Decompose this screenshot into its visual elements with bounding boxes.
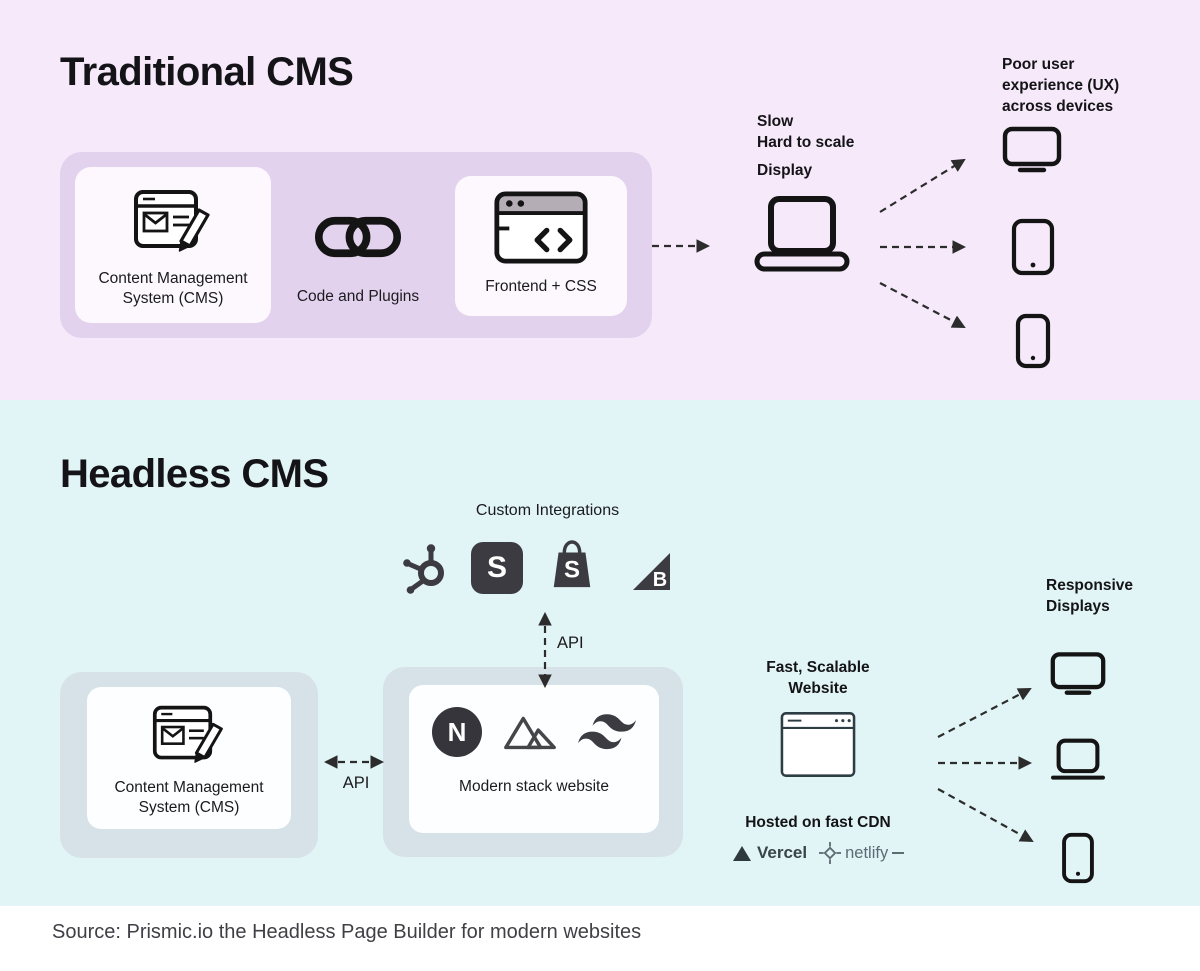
webpage-edit-icon (152, 705, 223, 763)
nuxt-icon (504, 716, 556, 750)
frontend-card-label: Frontend + CSS (485, 278, 597, 295)
cms-card-headless: Content Management System (CMS) (87, 687, 291, 829)
slow-note: Slow Hard to scale (757, 112, 854, 154)
hubspot-icon (403, 544, 444, 594)
chain-link-icon (314, 216, 402, 258)
headless-title: Headless CMS (60, 452, 329, 496)
traditional-title: Traditional CMS (60, 50, 354, 94)
code-plugins-label: Code and Plugins (296, 288, 420, 305)
modern-stack-card: N Modern stack website (409, 685, 659, 833)
vercel-logo: Vercel (733, 843, 807, 863)
browser-code-icon (494, 191, 588, 264)
frontend-card: Frontend + CSS (455, 176, 627, 316)
hard-to-scale-label: Hard to scale (757, 133, 855, 151)
phone-icon (1015, 313, 1051, 369)
tablet-icon (1011, 218, 1055, 276)
modern-stack-label: Modern stack website (459, 778, 609, 795)
monitor-icon (1002, 126, 1062, 173)
custom-integrations-label: Custom Integrations (475, 502, 620, 519)
cms-card-label: Content Management System (CMS) (114, 779, 264, 817)
stripe-icon: S (471, 542, 523, 594)
netlify-mark-icon (819, 842, 842, 864)
hosting-logos: Vercel netlify (733, 842, 905, 864)
display-label: Display (757, 162, 813, 179)
svg-text:B: B (653, 569, 667, 591)
netlify-logo: netlify (819, 842, 905, 864)
vercel-label: Vercel (757, 843, 808, 862)
hosted-cdn-label: Hosted on fast CDN (745, 814, 891, 831)
browser-window-icon (780, 712, 856, 777)
nextjs-icon: N (432, 707, 482, 757)
svg-text:S: S (564, 556, 580, 583)
webpage-edit-icon (134, 190, 210, 252)
netlify-dash-icon (892, 852, 905, 854)
poor-ux-label: Poor user experience (UX) across devices (1002, 56, 1120, 115)
phone-icon (1062, 832, 1094, 884)
source-text: Source: Prismic.io the Headless Page Bui… (52, 921, 642, 943)
slow-label: Slow (757, 113, 794, 130)
netlify-label: netlify (845, 843, 889, 862)
responsive-displays-label: Responsive Displays (1046, 577, 1134, 615)
cms-card-label: Content Management System (CMS) (98, 270, 248, 308)
cms-card-traditional: Content Management System (CMS) (75, 167, 271, 323)
api-horizontal-label: API (342, 774, 370, 792)
laptop-icon (754, 196, 850, 272)
api-vertical-label: API (557, 634, 584, 652)
stack-icons-row: N (432, 707, 636, 757)
vercel-triangle-icon (733, 845, 751, 861)
fast-scalable-label: Fast, Scalable Website (766, 659, 870, 697)
tailwind-icon (578, 714, 636, 750)
shopify-icon: S (553, 540, 591, 588)
monitor-icon (1050, 652, 1106, 695)
laptop-small-icon (1051, 738, 1105, 780)
builder-icon: B (633, 553, 670, 591)
